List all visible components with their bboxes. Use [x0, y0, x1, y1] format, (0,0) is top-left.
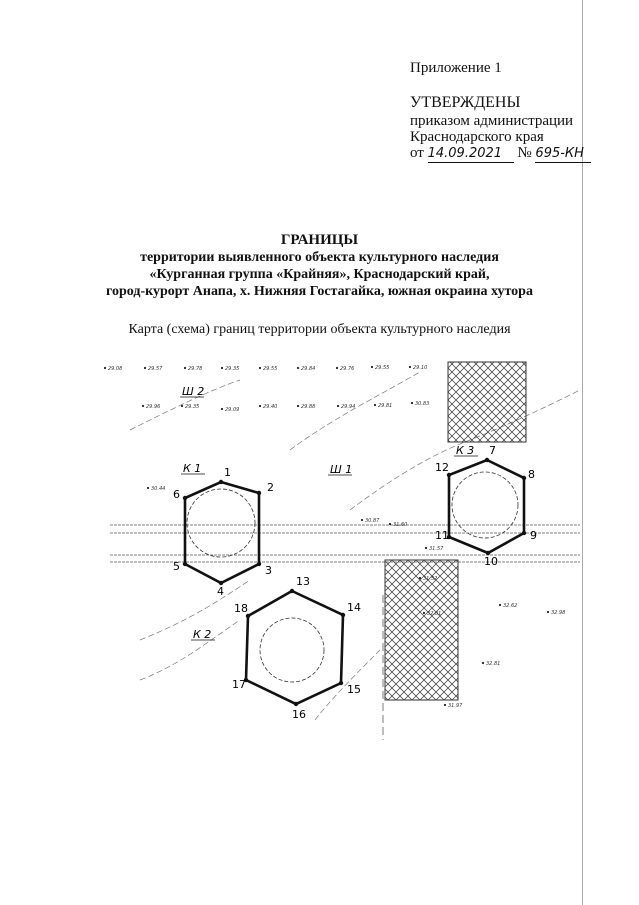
elevation-mark: 31.60: [393, 522, 407, 528]
boundary-point: [256, 561, 262, 567]
boundary-point: [218, 479, 224, 485]
mound-contour: [186, 488, 256, 558]
elevation-mark: 29.94: [341, 404, 355, 410]
elevation-mark: 29.81: [378, 403, 392, 409]
elevation-mark: 29.57: [148, 366, 163, 372]
boundary-point-number: 7: [489, 444, 496, 457]
elevation-mark: 29.10: [413, 365, 427, 371]
mound-contour: [451, 471, 519, 539]
elevation-mark: 29.08: [108, 366, 122, 372]
boundary-point-number: 16: [292, 708, 306, 721]
boundary-point-number: 8: [528, 468, 535, 481]
boundary-point-number: 13: [296, 575, 310, 588]
elevation-mark: 30.83: [415, 401, 429, 407]
object-label: К 2: [193, 628, 211, 641]
boundary-point: [485, 550, 491, 556]
boundary-point-number: 9: [530, 529, 537, 542]
elevation-mark: 29.55: [375, 365, 389, 371]
number-prefix: №: [517, 145, 532, 161]
title-line-1: территории выявленного объекта культурно…: [140, 250, 499, 265]
page-edge-line: [582, 0, 583, 905]
boundary-point-number: 10: [484, 555, 498, 568]
boundary-point: [446, 472, 452, 478]
elevation-mark: 29.78: [188, 366, 202, 372]
boundary-point: [218, 580, 224, 586]
boundary-point-number: 6: [173, 488, 180, 501]
elevation-mark: 32.98: [551, 610, 565, 616]
boundary-point-number: 15: [347, 683, 361, 696]
boundary-point: [245, 613, 251, 619]
elevation-mark: 31.57: [429, 546, 444, 552]
elevation-mark: 29.09: [225, 407, 239, 413]
boundary-point: [338, 680, 344, 686]
elevation-mark: 31.97: [448, 703, 463, 709]
elevation-mark: 29.35: [185, 404, 199, 410]
date-prefix: от: [410, 145, 424, 161]
object-label: К 3: [456, 444, 474, 457]
title-line-2: «Курганная группа «Крайняя», Краснодарск…: [149, 267, 490, 282]
elevation-mark: 30.44: [151, 486, 165, 492]
elevation-mark: 29.40: [263, 404, 277, 410]
boundary-point: [182, 495, 188, 501]
elevation-mark: 29.35: [225, 366, 239, 372]
map-caption: Карта (схема) границ территории объекта …: [128, 322, 511, 337]
boundary-point: [243, 677, 249, 683]
boundary-point-number: 2: [267, 481, 274, 494]
hatched-area-north: [447, 361, 527, 443]
boundary-point: [446, 534, 452, 540]
document-title: ГРАНИЦЫ территории выявленного объекта к…: [0, 232, 639, 300]
object-label: К 1: [183, 462, 201, 475]
boundary-point-number: 12: [435, 461, 449, 474]
elevation-mark: 29.76: [340, 366, 354, 372]
approval-block: УТВЕРЖДЕНЫ приказом администрации Красно…: [410, 94, 592, 163]
boundary-point: [182, 561, 188, 567]
approval-date-line: от 14.09.2021 № 695-КН: [410, 145, 592, 163]
boundary-point-number: 14: [347, 601, 361, 614]
mound-contour: [259, 617, 325, 683]
elevation-mark: 29.88: [301, 404, 315, 410]
boundary-point: [293, 701, 299, 707]
boundary-polygon-k2: [447, 458, 526, 555]
boundary-point: [484, 457, 490, 463]
boundary-point: [521, 530, 527, 536]
title-heading: ГРАНИЦЫ: [280, 232, 359, 248]
boundary-point: [340, 612, 346, 618]
elevation-mark: 29.84: [301, 366, 315, 372]
boundary-point-number: 3: [265, 564, 272, 577]
elevation-mark: 31.52: [423, 576, 437, 582]
handwritten-number: 695-КН: [535, 146, 592, 163]
boundary-point: [256, 490, 262, 496]
title-line-3: город-курорт Анапа, х. Нижняя Гостагайка…: [106, 284, 533, 299]
boundary-point-number: 17: [232, 678, 246, 691]
elevation-mark: 32.81: [486, 661, 500, 667]
boundary-polygon-k3: [244, 589, 345, 706]
boundary-point: [289, 588, 295, 594]
boundary-polygon-k1: [183, 480, 261, 585]
elevation-mark: 30.87: [365, 518, 380, 524]
handwritten-date: 14.09.2021: [427, 146, 514, 163]
elevation-mark: 29.55: [263, 366, 277, 372]
hatched-area-south: [384, 559, 459, 701]
approved-by-line1: приказом администрации: [410, 113, 574, 129]
appendix-label: Приложение 1: [410, 60, 502, 76]
elevation-mark: 32.01: [427, 611, 441, 617]
boundary-point-number: 11: [435, 529, 449, 542]
elevation-mark: 29.96: [146, 404, 160, 410]
boundary-point-number: 4: [217, 585, 224, 598]
approved-by-line2: Краснодарского края: [410, 129, 544, 145]
object-label: Ш 2: [182, 385, 204, 398]
approved-label: УТВЕРЖДЕНЫ: [410, 94, 521, 111]
boundary-point-number: 5: [173, 560, 180, 573]
elevation-mark: 32.62: [503, 603, 517, 609]
boundary-point: [521, 475, 527, 481]
boundary-point-number: 1: [224, 466, 231, 479]
boundary-point-number: 18: [234, 602, 248, 615]
object-label: Ш 1: [330, 463, 352, 476]
